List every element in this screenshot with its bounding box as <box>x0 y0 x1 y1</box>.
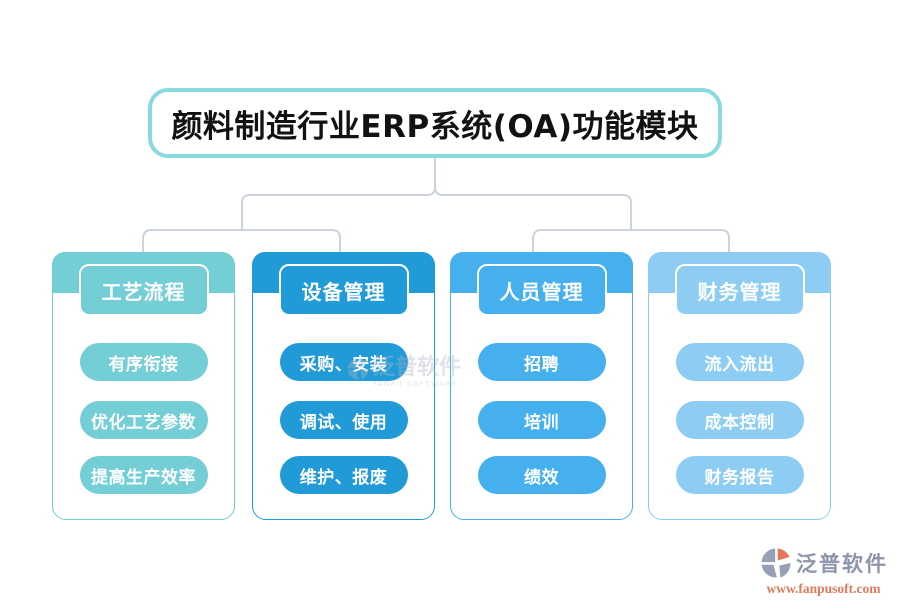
card-equipment: 设备管理 采购、安装 调试、使用 维护、报废 <box>252 252 435 520</box>
pill-process-item-2: 优化工艺参数 <box>79 401 208 439</box>
card-process: 工艺流程 有序衔接 优化工艺参数 提高生产效率 <box>52 252 235 520</box>
card-finance-header: 财务管理 <box>674 264 805 316</box>
pill-equipment-item-3: 维护、报废 <box>279 456 408 494</box>
pill-personnel-item-1: 招聘 <box>477 343 606 381</box>
pill-personnel-item-2: 培训 <box>477 401 606 439</box>
card-process-label: 工艺流程 <box>101 279 186 304</box>
diagram-title-box: 颜料制造行业ERP系统(OA)功能模块 <box>148 88 722 158</box>
card-equipment-header: 设备管理 <box>278 264 409 316</box>
pill-equipment-item-2: 调试、使用 <box>279 401 408 439</box>
footer-brand: 泛普软件 www.fanpusoft.com <box>759 546 888 597</box>
card-personnel-label: 人员管理 <box>499 279 584 304</box>
diagram-title-text: 颜料制造行业ERP系统(OA)功能模块 <box>171 108 699 145</box>
card-finance-label: 财务管理 <box>697 279 782 304</box>
pill-process-item-1: 有序衔接 <box>79 343 208 381</box>
card-finance: 财务管理 流入流出 成本控制 财务报告 <box>648 252 831 520</box>
pill-equipment-item-1: 采购、安装 <box>279 343 408 381</box>
pill-finance-item-3: 财务报告 <box>675 456 804 494</box>
card-personnel: 人员管理 招聘 培训 绩效 <box>450 252 633 520</box>
fanpu-logo-icon <box>761 548 791 578</box>
footer-brand-name: 泛普软件 <box>796 552 888 576</box>
pill-finance-item-2: 成本控制 <box>675 401 804 439</box>
card-personnel-header: 人员管理 <box>476 264 607 316</box>
pill-process-item-3: 提高生产效率 <box>79 456 208 494</box>
footer-brand-url: www.fanpusoft.com <box>766 581 881 596</box>
card-equipment-label: 设备管理 <box>301 279 386 304</box>
pill-personnel-item-3: 绩效 <box>477 456 606 494</box>
card-process-header: 工艺流程 <box>78 264 209 316</box>
pill-finance-item-1: 流入流出 <box>675 343 804 381</box>
